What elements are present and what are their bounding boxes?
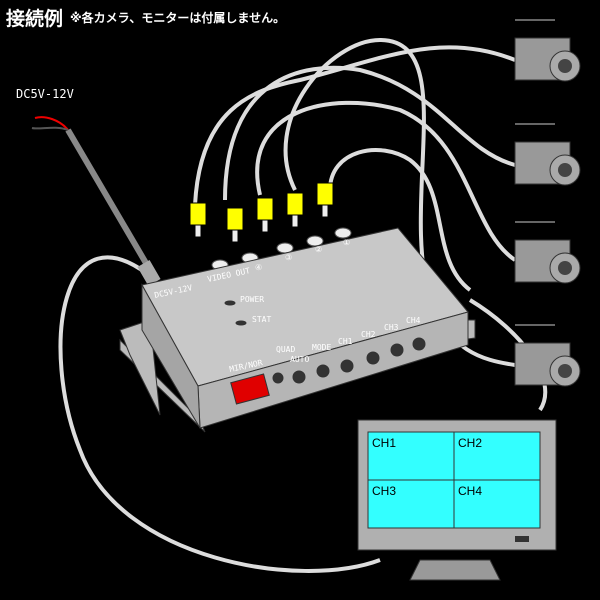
camera-3	[514, 221, 581, 284]
quad-processor	[119, 227, 476, 433]
quad-label: QUAD	[276, 345, 295, 354]
quad-ch2: CH2	[458, 436, 482, 450]
cable-out	[328, 148, 472, 292]
power-led-label: POWER	[240, 295, 264, 304]
port-label-3: ③	[285, 253, 292, 262]
camera-4	[514, 324, 581, 387]
monitor	[357, 419, 557, 581]
quad-ch4: CH4	[458, 484, 482, 498]
port-label-4: ④	[255, 263, 262, 272]
ch3-label: CH3	[384, 323, 399, 332]
mode-label: MODE	[312, 343, 331, 352]
power-wire-red	[34, 116, 69, 131]
power-wire-black	[31, 126, 69, 131]
disclaimer-note: ※各カメラ、モニターは付属しません。	[70, 11, 286, 25]
cameras	[514, 19, 581, 387]
cable-cam1	[193, 45, 516, 206]
cable-cam3	[255, 100, 517, 262]
cable-cam2	[223, 65, 516, 201]
camera-2	[514, 123, 581, 186]
stat-led-label: STAT	[252, 315, 271, 324]
ch1-label: CH1	[338, 337, 353, 346]
dc-plug	[137, 259, 161, 287]
port-label-2: ②	[315, 245, 322, 254]
cable-power-extend	[58, 255, 381, 573]
page-title: 接続例	[6, 8, 64, 30]
camera-1	[514, 19, 581, 82]
ch2-label: CH2	[361, 330, 376, 339]
rca-plugs	[189, 182, 334, 243]
quad-ch1: CH1	[372, 436, 396, 450]
ch4-label: CH4	[406, 316, 421, 325]
port-label-1: ①	[343, 238, 350, 247]
quad-ch3: CH3	[372, 484, 396, 498]
power-label: DC5V-12V	[16, 87, 74, 101]
power-cable	[65, 128, 153, 272]
auto-label: AUTO	[290, 355, 309, 364]
